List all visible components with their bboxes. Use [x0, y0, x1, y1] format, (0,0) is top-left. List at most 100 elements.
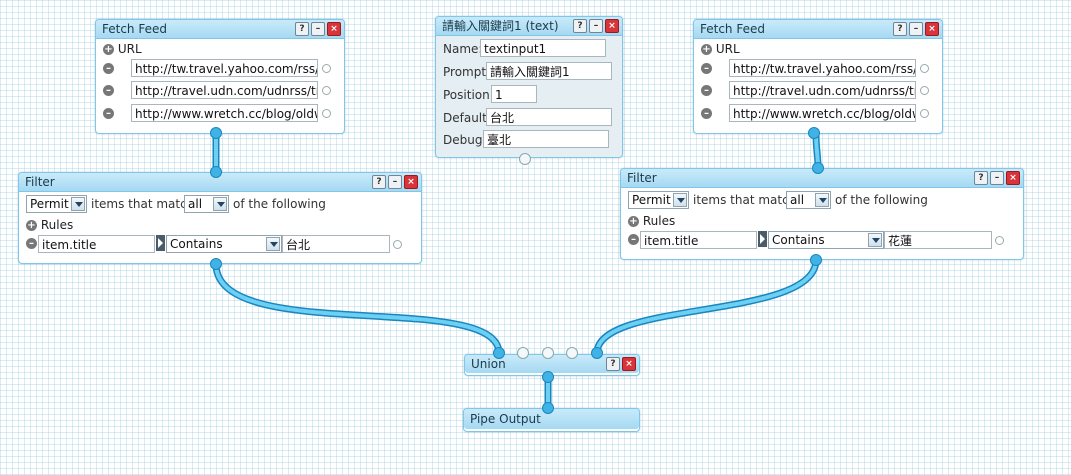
following-text: of the following: [233, 197, 326, 211]
add-url-icon[interactable]: +: [701, 44, 712, 55]
close-icon[interactable]: ×: [1006, 171, 1020, 185]
output-terminal-icon[interactable]: [519, 153, 531, 165]
permit-select[interactable]: Permit: [26, 195, 87, 213]
module-title: Filter: [627, 171, 657, 185]
url-input-1[interactable]: http://tw.travel.yahoo.com/rss/blog_: [729, 59, 916, 77]
remove-url-icon[interactable]: –: [103, 108, 114, 119]
remove-url-icon[interactable]: –: [103, 85, 114, 96]
union-input-3[interactable]: [542, 347, 554, 359]
module-title-bar[interactable]: Union ? ×: [465, 355, 639, 373]
help-icon[interactable]: ?: [295, 22, 309, 36]
terminal-icon[interactable]: [322, 64, 331, 73]
default-input[interactable]: 台北: [486, 108, 612, 126]
module-title-bar[interactable]: Filter ? – ×: [19, 173, 421, 192]
module-title-bar[interactable]: Fetch Feed ? – ×: [694, 20, 942, 39]
debug-input[interactable]: 臺北: [483, 130, 609, 148]
filter2-output-terminal[interactable]: [810, 254, 822, 266]
url-input-3[interactable]: http://www.wretch.cc/blog/oldwu&r: [131, 104, 318, 122]
name-input[interactable]: textinput1: [480, 39, 606, 57]
module-title-bar[interactable]: Pipe Output: [464, 409, 639, 429]
rules-label: Rules: [642, 214, 676, 228]
close-icon[interactable]: ×: [327, 22, 341, 36]
rules-label: Rules: [40, 218, 74, 232]
url-input-2[interactable]: http://travel.udn.com/udnrss/travel_: [131, 81, 318, 99]
remove-url-icon[interactable]: –: [701, 108, 712, 119]
help-icon[interactable]: ?: [606, 357, 620, 371]
rule-value-input[interactable]: 花蓮: [884, 231, 992, 249]
rule-field-input[interactable]: item.title: [38, 235, 155, 253]
rule-operator-select[interactable]: Contains: [768, 231, 884, 249]
match-select[interactable]: all: [184, 195, 229, 213]
match-select[interactable]: all: [786, 191, 831, 209]
prompt-label: Prompt:: [443, 65, 491, 79]
fetch-feed-module-2[interactable]: Fetch Feed ? – × + URL – http://tw.trave…: [693, 19, 943, 134]
module-title: Fetch Feed: [102, 22, 167, 36]
terminal-icon[interactable]: [393, 240, 402, 249]
url-input-1[interactable]: http://tw.travel.yahoo.com/rss/blog_: [131, 59, 318, 77]
filter1-output-terminal[interactable]: [210, 258, 222, 270]
remove-rule-icon[interactable]: –: [26, 238, 37, 249]
union-input-1[interactable]: [493, 347, 505, 359]
fetch-feed-module-1[interactable]: Fetch Feed ? – × + URL – http://tw.trave…: [95, 19, 345, 134]
module-title: Filter: [25, 175, 55, 189]
add-rule-icon[interactable]: +: [26, 220, 37, 231]
pipe-output-input-terminal[interactable]: [542, 402, 554, 414]
prompt-input[interactable]: 請輸入關鍵詞1: [486, 62, 612, 80]
close-icon[interactable]: ×: [925, 22, 939, 36]
position-input[interactable]: 1: [491, 85, 537, 103]
dropdown-arrow-icon: [815, 193, 829, 207]
url-input-3[interactable]: http://www.wretch.cc/blog/oldwu&r: [729, 104, 916, 122]
module-title-bar[interactable]: Fetch Feed ? – ×: [96, 20, 344, 39]
terminal-icon[interactable]: [920, 109, 929, 118]
help-icon[interactable]: ?: [893, 22, 907, 36]
terminal-icon[interactable]: [322, 86, 331, 95]
rule-value-input[interactable]: 台北: [282, 235, 390, 253]
help-icon[interactable]: ?: [372, 175, 386, 189]
url-input-2[interactable]: http://travel.udn.com/udnrss/travel_: [729, 81, 916, 99]
minimize-icon[interactable]: –: [589, 19, 603, 33]
terminal-icon[interactable]: [920, 86, 929, 95]
field-chooser-icon[interactable]: [156, 235, 165, 251]
minimize-icon[interactable]: –: [990, 171, 1004, 185]
minimize-icon[interactable]: –: [909, 22, 923, 36]
url-label: URL: [117, 42, 142, 56]
module-title-bar[interactable]: 請輸入關鍵詞1 (text) ? – ×: [436, 17, 622, 36]
filter2-input-terminal[interactable]: [812, 162, 824, 174]
terminal-icon[interactable]: [322, 109, 331, 118]
union-module[interactable]: Union ? ×: [464, 354, 640, 376]
union-input-2[interactable]: [517, 347, 529, 359]
help-icon[interactable]: ?: [573, 19, 587, 33]
remove-url-icon[interactable]: –: [701, 63, 712, 74]
union-output-terminal[interactable]: [542, 371, 554, 383]
module-title-bar[interactable]: Filter ? – ×: [621, 169, 1023, 188]
fetch1-output-terminal[interactable]: [210, 127, 222, 139]
terminal-icon[interactable]: [920, 64, 929, 73]
position-label: Position:: [443, 88, 494, 102]
minimize-icon[interactable]: –: [388, 175, 402, 189]
field-chooser-icon[interactable]: [758, 231, 767, 247]
filter1-input-terminal[interactable]: [210, 166, 222, 178]
minimize-icon[interactable]: –: [311, 22, 325, 36]
add-rule-icon[interactable]: +: [628, 216, 639, 227]
remove-rule-icon[interactable]: –: [628, 234, 639, 245]
text-input-module[interactable]: 請輸入關鍵詞1 (text) ? – × Name: textinput1 Pr…: [435, 16, 623, 165]
filter-module-1[interactable]: Filter ? – × Permit items that match all…: [18, 172, 422, 264]
rule-field-input[interactable]: item.title: [640, 231, 757, 249]
union-input-5[interactable]: [591, 347, 603, 359]
terminal-icon[interactable]: [995, 236, 1004, 245]
close-icon[interactable]: ×: [622, 357, 636, 371]
close-icon[interactable]: ×: [404, 175, 418, 189]
remove-url-icon[interactable]: –: [103, 63, 114, 74]
filter-module-2[interactable]: Filter ? – × Permit items that match all…: [620, 168, 1024, 260]
fetch2-output-terminal[interactable]: [808, 127, 820, 139]
union-input-4[interactable]: [566, 347, 578, 359]
rule-operator-select[interactable]: Contains: [166, 235, 282, 253]
dropdown-arrow-icon: [71, 197, 85, 211]
module-title: Fetch Feed: [700, 22, 765, 36]
remove-url-icon[interactable]: –: [701, 85, 712, 96]
help-icon[interactable]: ?: [974, 171, 988, 185]
add-url-icon[interactable]: +: [103, 44, 114, 55]
permit-select[interactable]: Permit: [628, 191, 689, 209]
close-icon[interactable]: ×: [605, 19, 619, 33]
